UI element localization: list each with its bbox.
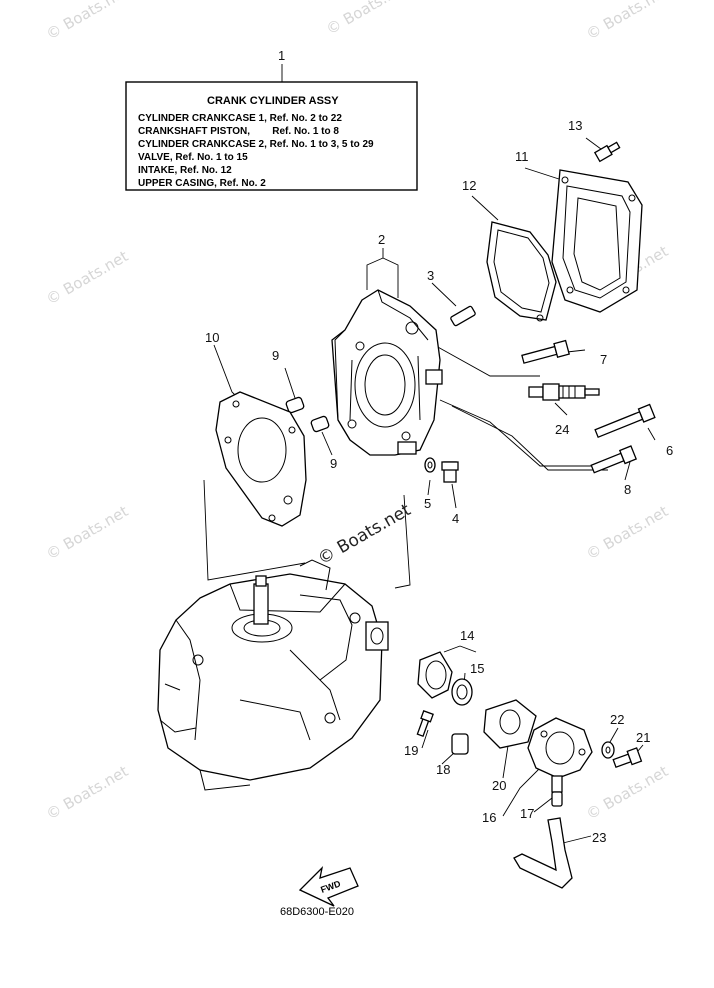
watermark: © Boats.net bbox=[583, 762, 671, 823]
part-22-washer bbox=[601, 741, 615, 759]
callout-2: 2 bbox=[378, 232, 385, 247]
part-3-dowel-pin bbox=[450, 305, 476, 327]
callout-8: 8 bbox=[624, 482, 631, 497]
diagram-code: 68D6300-E020 bbox=[280, 906, 354, 918]
watermark: © Boats.net bbox=[43, 247, 131, 308]
part-8-bolt bbox=[590, 445, 638, 474]
callout-14: 14 bbox=[460, 628, 474, 643]
part-11-cylinder-head-cover bbox=[551, 169, 643, 313]
callout-1: 1 bbox=[278, 48, 285, 63]
callout-11: 11 bbox=[515, 149, 529, 164]
callout-16: 16 bbox=[482, 810, 496, 825]
callout-7: 7 bbox=[600, 352, 607, 367]
part-14-thermostat bbox=[417, 651, 453, 699]
callout-18: 18 bbox=[436, 762, 450, 777]
part-20-gasket bbox=[483, 699, 537, 749]
assembly-line: CYLINDER CRANKCASE 1, Ref. No. 2 to 22 bbox=[138, 113, 342, 124]
callout-10: 10 bbox=[205, 330, 219, 345]
callout-17: 17 bbox=[520, 806, 534, 821]
watermark: © Boats.net bbox=[583, 502, 671, 563]
callout-22: 22 bbox=[610, 712, 624, 727]
callout-24: 24 bbox=[555, 422, 569, 437]
crankcase bbox=[157, 559, 389, 791]
part-6-bolt bbox=[594, 403, 656, 439]
part-4-bolt bbox=[441, 461, 459, 483]
assembly-title: CRANK CYLINDER ASSY bbox=[207, 95, 339, 107]
callout-15: 15 bbox=[470, 661, 484, 676]
callout-5: 5 bbox=[424, 496, 431, 511]
callout-21: 21 bbox=[636, 730, 650, 745]
assembly-line: UPPER CASING, Ref. No. 2 bbox=[138, 178, 266, 189]
part-9-dowel bbox=[310, 415, 330, 433]
part-23-hose bbox=[513, 817, 573, 889]
part-12-gasket bbox=[486, 221, 557, 322]
callout-19: 19 bbox=[404, 743, 418, 758]
part-2-cylinder-block bbox=[331, 289, 443, 456]
part-9-dowel bbox=[285, 396, 305, 414]
part-16-thermostat-cover bbox=[527, 717, 593, 793]
part-17-fitting bbox=[551, 791, 563, 807]
part-24-spark-plug bbox=[528, 383, 600, 401]
part-15-seal bbox=[451, 678, 473, 706]
callout-20: 20 bbox=[492, 778, 506, 793]
forward-arrow: FWD bbox=[298, 866, 359, 907]
assembly-line: INTAKE, Ref. No. 12 bbox=[138, 165, 232, 176]
callouts: 1 2 3 4 5 6 7 8 9 9 10 11 12 13 14 15 16… bbox=[205, 48, 673, 845]
center-watermark: © Boats.net bbox=[315, 500, 415, 569]
assembly-info-box: CRANK CYLINDER ASSY CYLINDER CRANKCASE 1… bbox=[125, 64, 418, 191]
part-7-bolt bbox=[521, 339, 570, 364]
part-5-washer bbox=[424, 457, 436, 473]
part-19-bolt bbox=[416, 710, 434, 738]
part-18-collar bbox=[451, 733, 469, 755]
watermark: © Boats.net bbox=[323, 0, 411, 38]
watermark: © Boats.net bbox=[583, 0, 671, 43]
callout-9b: 9 bbox=[330, 456, 337, 471]
assembly-line: CRANKSHAFT PISTON, Ref. No. 1 to 8 bbox=[138, 126, 339, 137]
watermark: © Boats.net bbox=[43, 0, 131, 43]
leader-lines bbox=[203, 137, 656, 844]
part-10-cylinder-gasket bbox=[215, 391, 307, 527]
watermark: © Boats.net bbox=[43, 502, 131, 563]
part-21-bolt bbox=[612, 747, 643, 769]
callout-13: 13 bbox=[568, 118, 582, 133]
callout-6: 6 bbox=[666, 443, 673, 458]
callout-4: 4 bbox=[452, 511, 459, 526]
callout-12: 12 bbox=[462, 178, 476, 193]
callout-9: 9 bbox=[272, 348, 279, 363]
assembly-line: VALVE, Ref. No. 1 to 15 bbox=[138, 152, 248, 163]
callout-23: 23 bbox=[592, 830, 606, 845]
watermark: © Boats.net bbox=[43, 762, 131, 823]
part-13-bolt bbox=[593, 141, 621, 163]
assembly-line: CYLINDER CRANKCASE 2, Ref. No. 1 to 3, 5… bbox=[138, 139, 374, 150]
callout-3: 3 bbox=[427, 268, 434, 283]
